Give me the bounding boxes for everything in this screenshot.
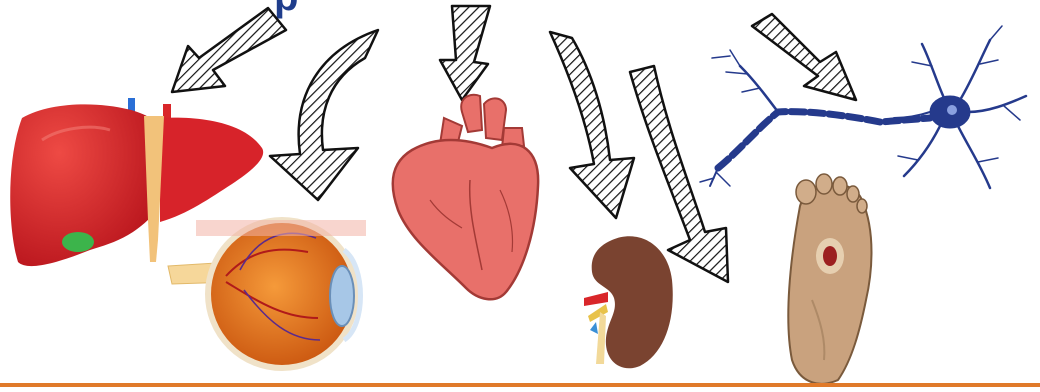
title-fragment: p: [274, 0, 298, 19]
arrow-to-neuron: [752, 14, 856, 100]
arrow-to-heart: [440, 6, 490, 100]
arrow-to-kidney: [550, 32, 634, 218]
heart-icon: [393, 95, 538, 299]
eye-icon: [168, 220, 366, 368]
foot-ulcer-icon: [788, 174, 871, 384]
bottom-divider: [0, 383, 1040, 387]
liver-icon: [10, 98, 263, 266]
arrow-to-eye: [270, 30, 378, 200]
kidney-icon: [584, 236, 673, 368]
neuron-icon: [700, 26, 1026, 188]
arrow-to-liver: [172, 8, 286, 92]
